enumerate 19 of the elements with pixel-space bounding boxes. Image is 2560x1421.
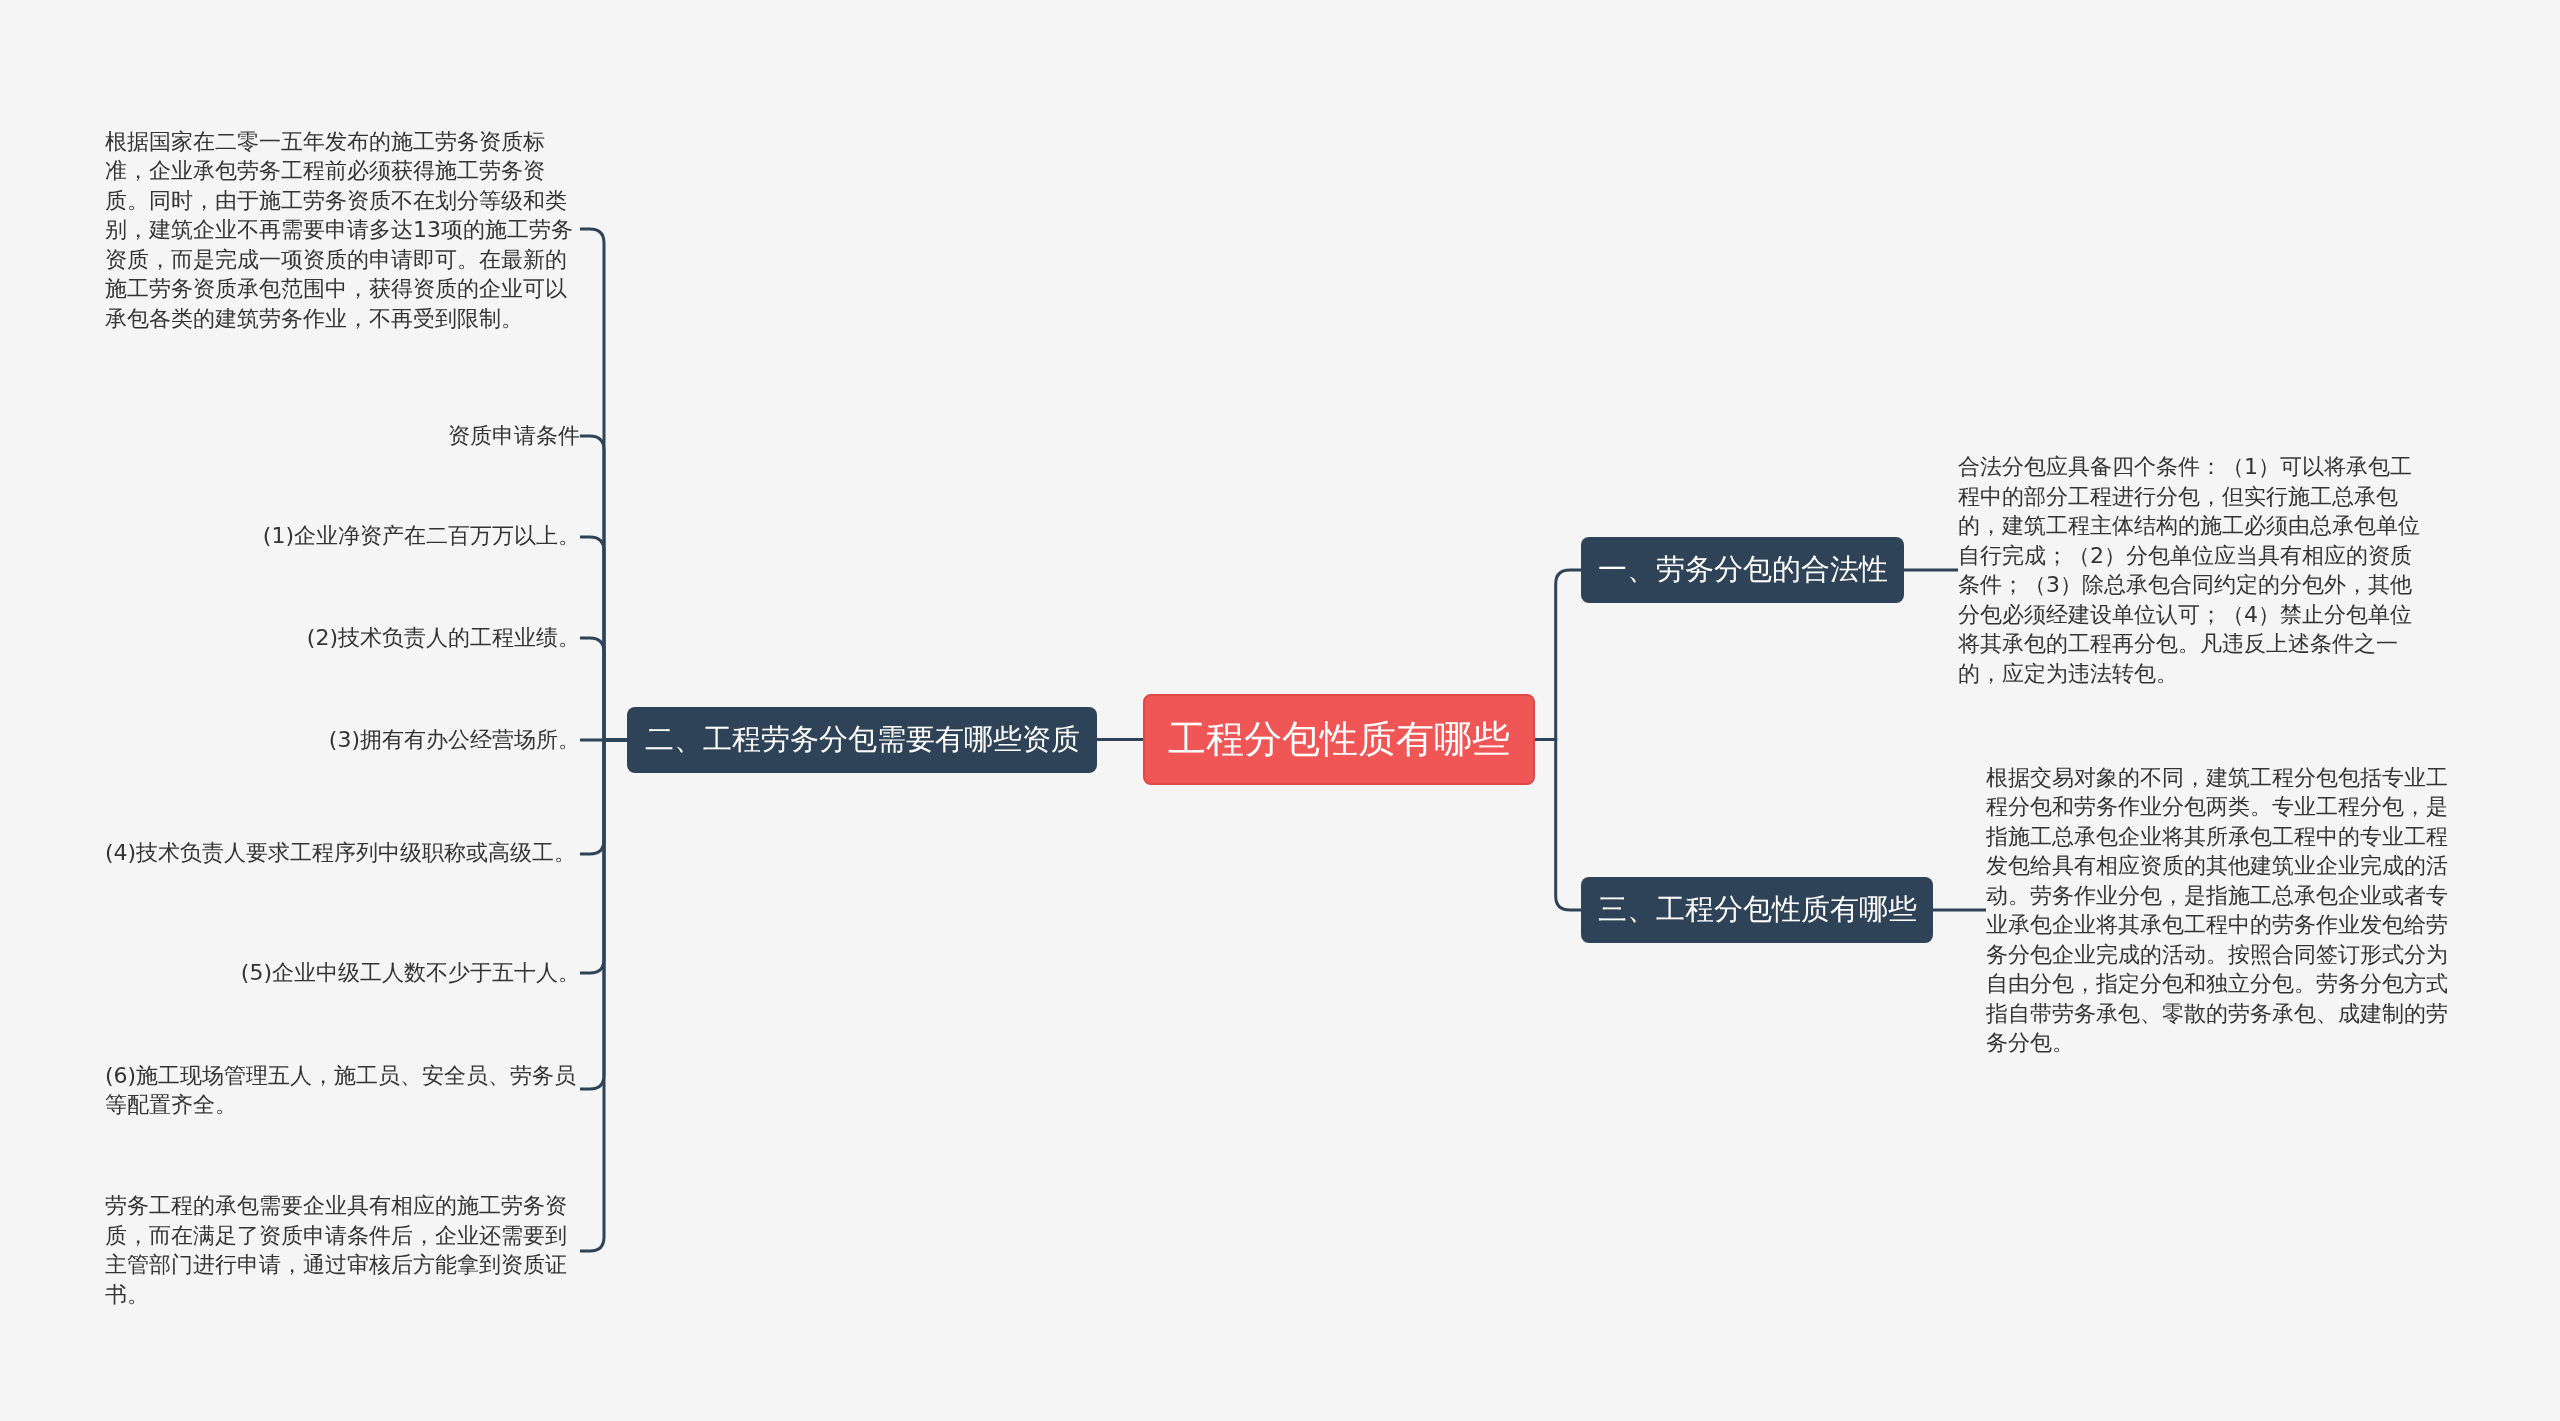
connector-line [1535,738,1581,912]
branch-topic-box: 一、劳务分包的合法性 [1581,537,1904,603]
note-text: 根据国家在二零一五年发布的施工劳务资质标准，企业承包劳务工程前必须获得施工劳务资质。同时，由于施工劳务资质不在划分等级和类别，建筑企业不再需要申请多达13项的施工劳务资质，而是完成一项资质的申请即可。在最新的施工劳务资质承包范围中，获得资质的企业可以承包各类的建筑劳务作业，不再受到限制。 [105,127,574,333]
connector-line [1904,568,1958,572]
branch-topic-box: 三、工程分包性质有哪些 [1581,877,1933,943]
note-text: 合法分包应具备四个条件：（1）可以将承包工程中的部分工程进行分包，但实行施工总承包的，建筑工程主体结构的施工必须由总承包单位自行完成；（2）分包单位应当具有相应的资质条件；（3）除总承包合同约定的分包外，其他分包必须经建设单位认可；（4）禁止分包单位将其承包的工程再分包。凡违反上述条件之一的，应定为违法转包。 [1958,453,2421,688]
note-text: (4)技术负责人要求工程序列中级职称或高级工。 [105,839,578,868]
branch-topic-box: 二、工程劳务分包需要有哪些资质 [627,707,1097,773]
note-text: 根据交易对象的不同，建筑工程分包包括专业工程分包和劳务作业分包两类。专业工程分包，是指施工总承包企业将其所承包工程中的专业工程发包给具有相应资质的其他建筑业企业完成的活动。劳务作业分包，是指施工总承包企业或者专业承包企业将其承包工程中的劳务作业发包给劳务分包企业完成的活动。按照合同签订形式分为自由分包，指定分包和独立分包。劳务分包方式指自带劳务承包、零散的劳务承包、成建制的劳务分包。 [1986,763,2449,1057]
central-topic-box: 工程分包性质有哪些 [1143,694,1535,785]
connector-line [1933,908,1986,912]
note-text: (1)企业净资产在二百万万以上。 [261,522,580,551]
note-text: 资质申请条件 [447,422,580,451]
note-text: (3)拥有有办公经营场所。 [327,726,580,755]
note-text: (5)企业中级工人数不少于五十人。 [239,959,580,988]
note-text: 劳务工程的承包需要企业具有相应的施工劳务资质，而在满足了资质申请条件后，企业还需要到主管部门进行申请，通过审核后方能拿到资质证书。 [105,1192,568,1309]
connector-line [1097,738,1143,741]
note-text: (2)技术负责人的工程业绩。 [305,624,580,653]
note-text: (6)施工现场管理五人，施工员、安全员、劳务员等配置齐全。 [105,1061,578,1119]
